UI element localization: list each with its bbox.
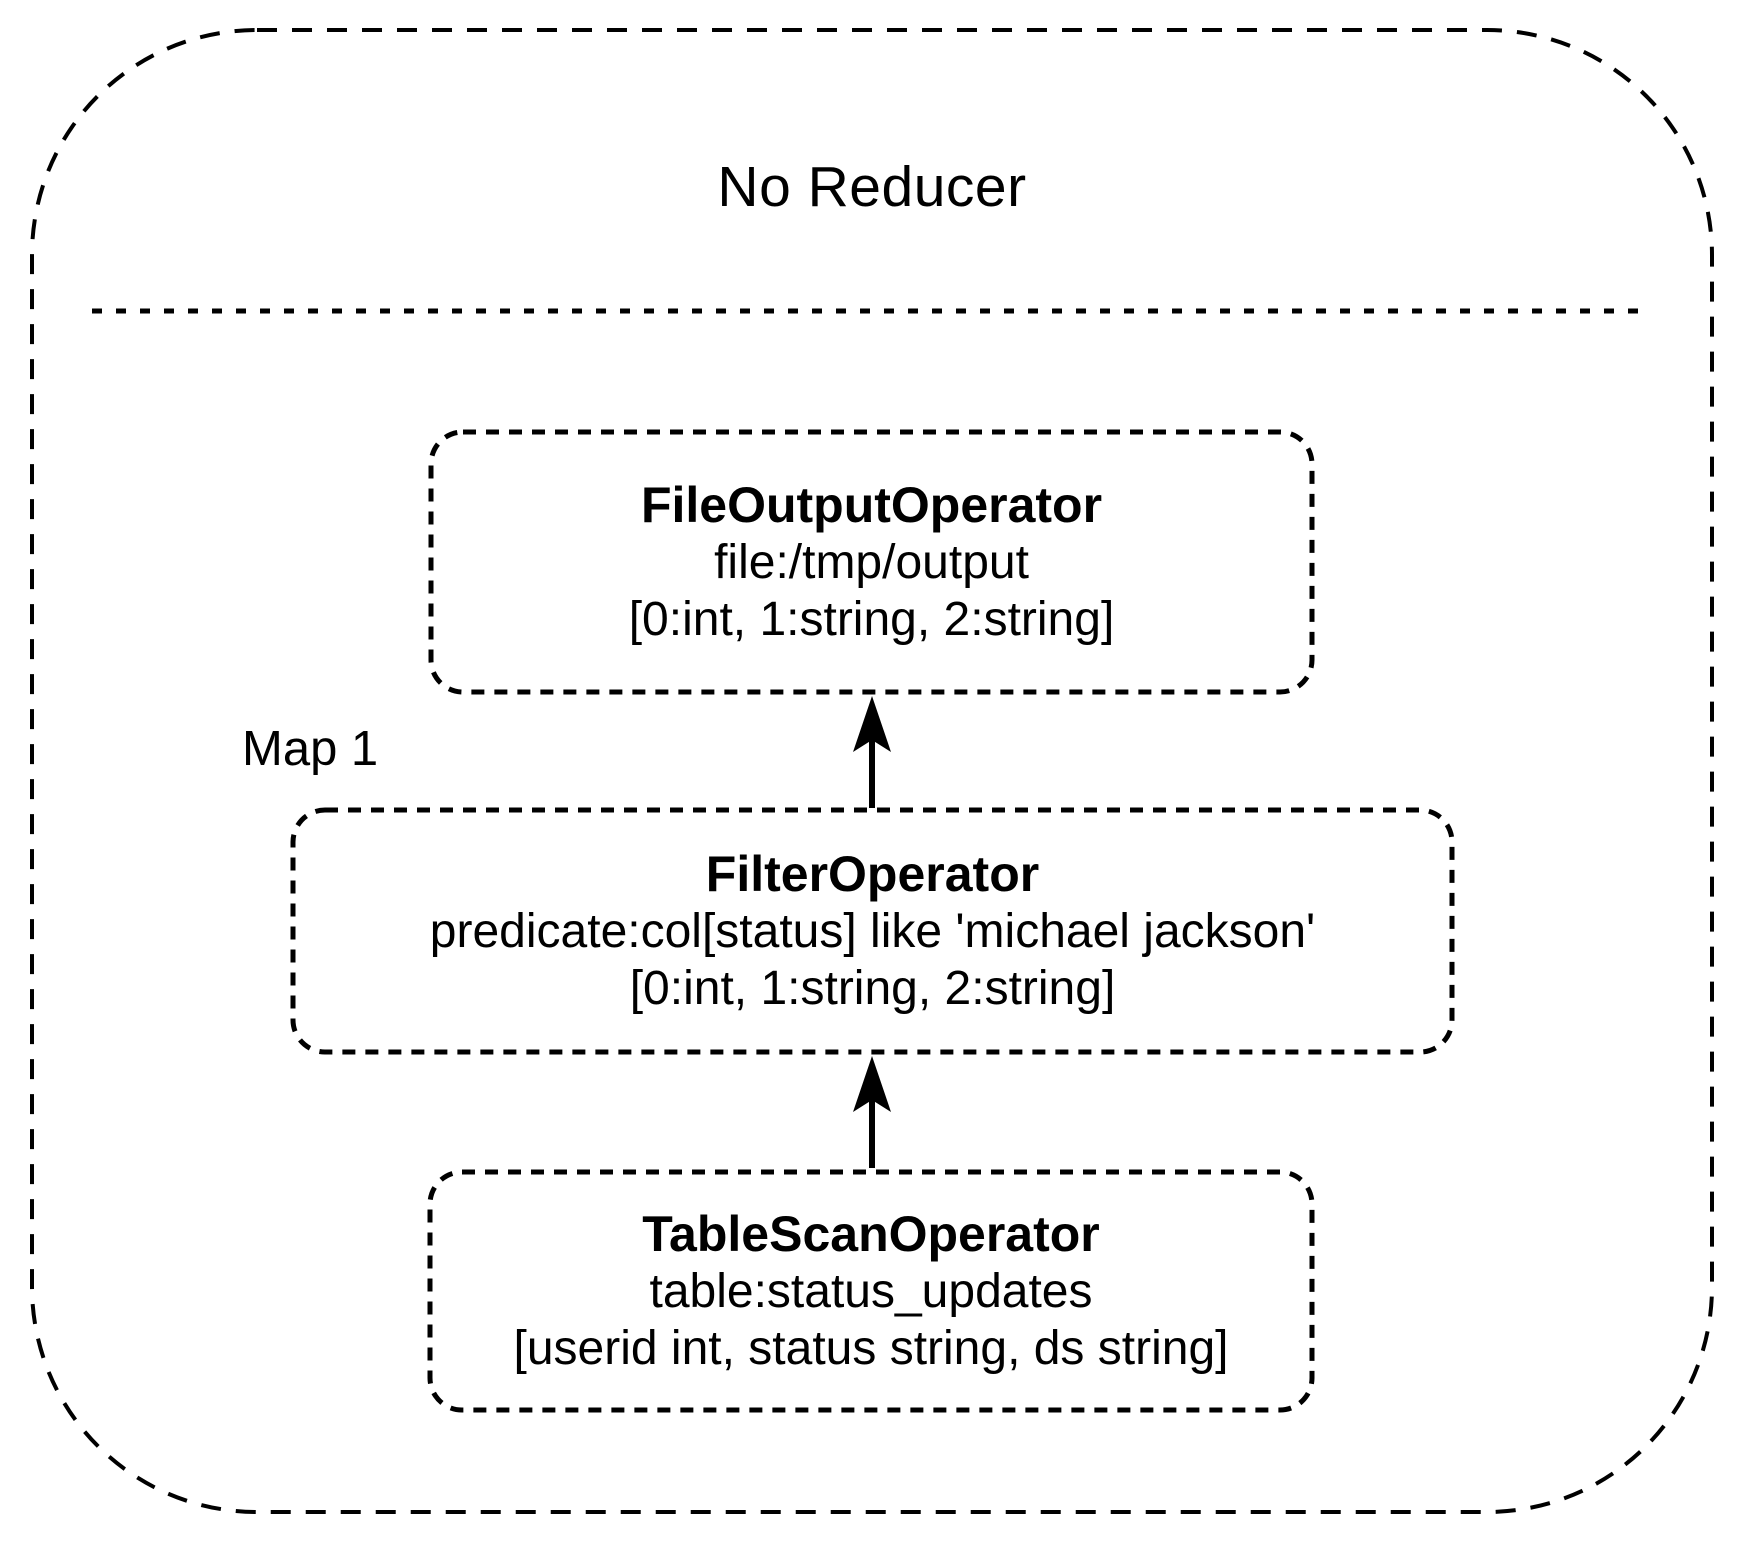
stage-border	[30, 28, 1714, 1514]
filter-node-border	[290, 807, 1455, 1055]
node-title: FilterOperator	[705, 845, 1040, 902]
node-detail-line: [0:int, 1:string, 2:string]	[629, 961, 1116, 1015]
node-detail-line: [0:int, 1:string, 2:string]	[628, 592, 1115, 646]
node-detail-line: file:/tmp/output	[714, 535, 1029, 589]
arrow-up-icon	[853, 1056, 891, 1112]
arrow-up-icon	[853, 696, 891, 752]
arrow-filter-to-fileoutput	[853, 696, 891, 808]
node-title: TableScanOperator	[642, 1205, 1100, 1262]
arrow-tablescan-to-filter	[853, 1056, 891, 1168]
table-scan-node-border	[427, 1169, 1315, 1413]
node-detail-line: table:status_updates	[649, 1264, 1093, 1318]
node-detail-line: predicate:col[status] like 'michael jack…	[429, 904, 1316, 958]
file-output-node: FileOutputOperator file:/tmp/output [0:i…	[431, 432, 1312, 692]
map-label: Map 1	[242, 722, 379, 776]
stage-title: No Reducer	[717, 155, 1027, 219]
file-output-node-border	[428, 429, 1315, 695]
table-scan-node: TableScanOperator table:status_updates […	[430, 1172, 1312, 1410]
node-detail-line: [userid int, status string, ds string]	[513, 1321, 1229, 1375]
node-title: FileOutputOperator	[640, 476, 1103, 533]
filter-node: FilterOperator predicate:col[status] lik…	[293, 810, 1452, 1052]
